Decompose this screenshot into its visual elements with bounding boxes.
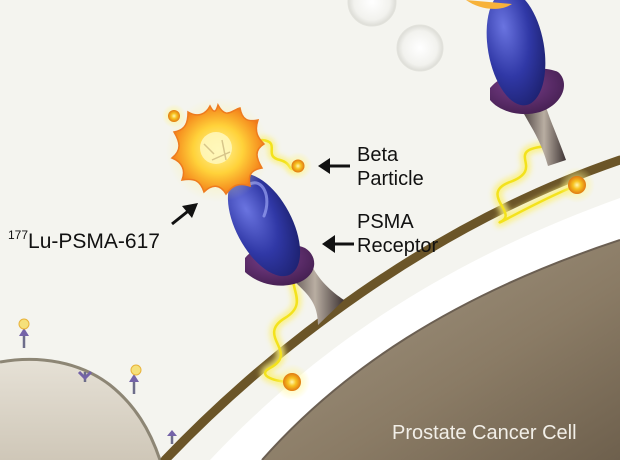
lu-isotope-superscript: 177	[8, 228, 29, 242]
neighbour-cell	[0, 357, 162, 460]
lu-psma-617-label: 177Lu-PSMA-617	[8, 228, 160, 254]
beta-label-line2: Particle	[357, 168, 424, 190]
lu-compound-name: Lu-PSMA-617	[28, 230, 160, 253]
psma-arrow-icon	[322, 235, 354, 253]
psma-receptor-left	[227, 173, 344, 325]
psma-receptor-label: PSMA Receptor	[357, 210, 438, 258]
psma-label-line1: PSMA	[357, 211, 414, 233]
prostate-cancer-cell	[160, 155, 620, 460]
psma-receptor-right	[466, 0, 566, 166]
beta-particles	[162, 104, 595, 400]
label-arrows	[171, 158, 354, 253]
beta-particle-label: Beta Particle	[357, 143, 424, 191]
beta-label-line1: Beta	[357, 144, 399, 166]
floating-particles	[347, 0, 444, 72]
lu-psma-617-star	[166, 98, 270, 202]
psma-label-line2: Receptor	[357, 235, 439, 257]
small-receptors	[18, 318, 177, 444]
lu-arrow-icon	[171, 203, 198, 226]
prostate-cancer-cell-label: Prostate Cancer Cell	[392, 422, 577, 444]
beta-arrow-icon	[318, 158, 350, 174]
cell-membrane	[160, 155, 620, 460]
